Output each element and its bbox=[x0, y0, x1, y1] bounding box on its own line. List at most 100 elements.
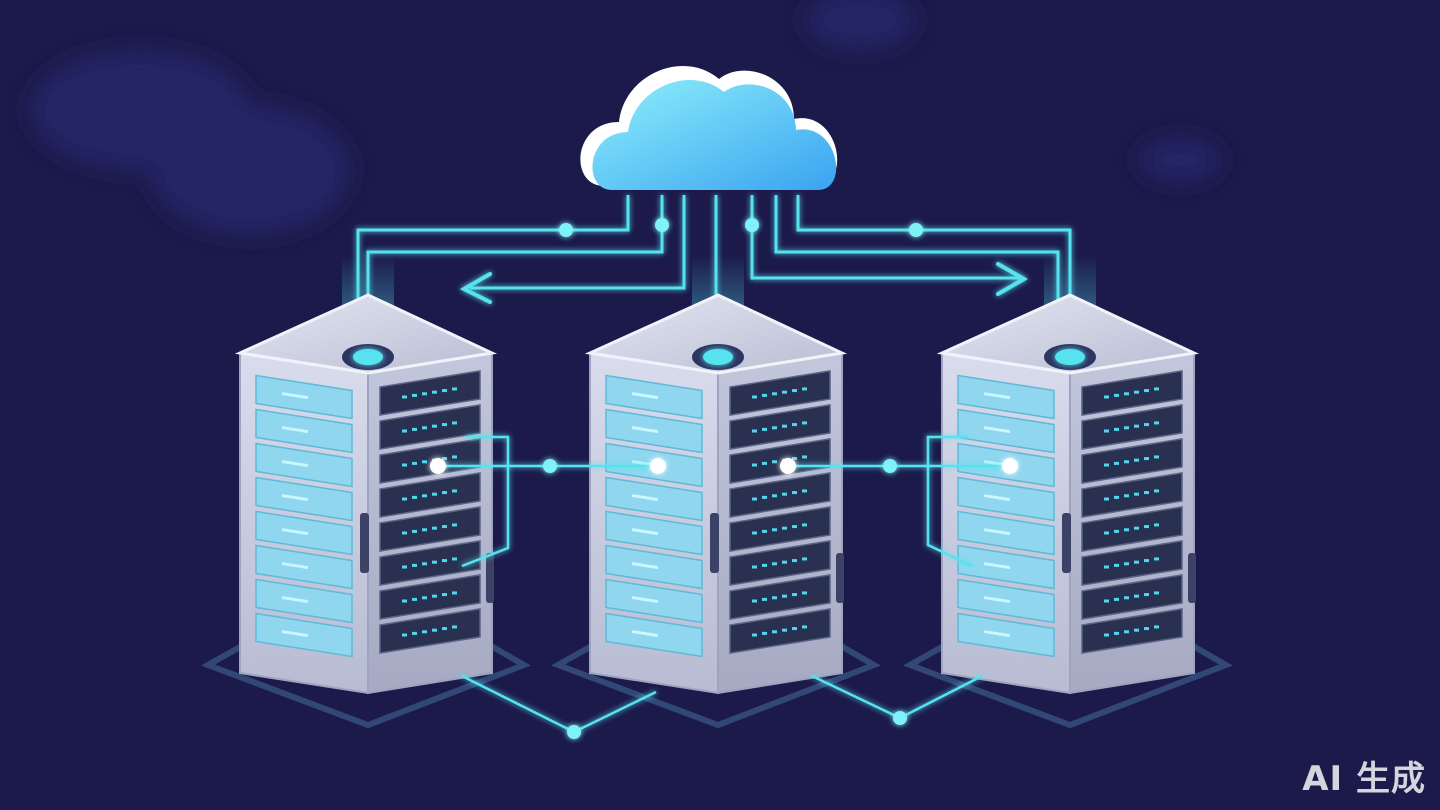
server-led bbox=[402, 463, 407, 467]
drive-bay-indicator bbox=[983, 494, 1011, 502]
drive-bay-indicator bbox=[631, 494, 659, 502]
server-led bbox=[402, 429, 407, 433]
drive-bay-indicator bbox=[281, 630, 309, 638]
server-led bbox=[1114, 529, 1119, 533]
server-rack-center bbox=[550, 255, 881, 729]
rack-top bbox=[584, 293, 848, 375]
background-clouds bbox=[30, 0, 1222, 235]
rack-handle bbox=[710, 513, 719, 573]
server-led bbox=[762, 597, 767, 601]
server-led bbox=[422, 596, 427, 600]
server-rack-right bbox=[902, 255, 1233, 729]
server-led bbox=[442, 593, 447, 597]
server-led bbox=[1154, 489, 1159, 493]
server-led bbox=[782, 424, 787, 428]
server-unit-dark bbox=[1081, 370, 1183, 416]
server-led bbox=[762, 631, 767, 635]
server-led bbox=[1134, 628, 1139, 632]
rack-handle bbox=[1188, 553, 1196, 603]
server-led bbox=[1134, 526, 1139, 530]
server-led bbox=[792, 627, 797, 631]
server-led bbox=[1124, 392, 1129, 396]
drive-bay-indicator bbox=[281, 426, 309, 434]
rack-top-port-light bbox=[703, 349, 733, 365]
server-unit-dark bbox=[379, 506, 481, 552]
server-led bbox=[422, 426, 427, 430]
server-led bbox=[802, 387, 807, 391]
server-unit-dark bbox=[729, 506, 831, 552]
server-led bbox=[1104, 463, 1109, 467]
server-led bbox=[762, 563, 767, 567]
server-led bbox=[442, 423, 447, 427]
server-led bbox=[792, 593, 797, 597]
server-unit-dark bbox=[729, 472, 831, 518]
server-led bbox=[422, 630, 427, 634]
server-led bbox=[432, 594, 437, 598]
server-led bbox=[1124, 460, 1129, 464]
server-led bbox=[772, 630, 777, 634]
server-led bbox=[1134, 492, 1139, 496]
drive-bay-indicator bbox=[281, 528, 309, 536]
server-led bbox=[442, 457, 447, 461]
rack-top-port-light bbox=[353, 349, 383, 365]
server-led bbox=[1144, 389, 1149, 393]
server-led bbox=[802, 421, 807, 425]
rack-top bbox=[936, 293, 1200, 375]
server-led bbox=[402, 395, 407, 399]
server-led bbox=[402, 599, 407, 603]
server-led bbox=[1144, 525, 1149, 529]
server-led bbox=[772, 562, 777, 566]
server-led bbox=[412, 563, 417, 567]
server-led bbox=[1104, 599, 1109, 603]
server-led bbox=[1154, 421, 1159, 425]
rack-handle bbox=[486, 553, 494, 603]
server-led bbox=[422, 494, 427, 498]
server-racks bbox=[200, 255, 1233, 729]
drive-bay-indicator bbox=[631, 392, 659, 400]
server-unit-dark bbox=[729, 404, 831, 450]
server-led bbox=[802, 625, 807, 629]
rack-handle bbox=[836, 553, 844, 603]
server-led bbox=[782, 628, 787, 632]
drive-bay-indicator bbox=[631, 562, 659, 570]
server-led bbox=[752, 395, 757, 399]
server-led bbox=[772, 426, 777, 430]
server-led bbox=[752, 497, 757, 501]
drive-bay-indicator bbox=[631, 528, 659, 536]
server-led bbox=[1154, 523, 1159, 527]
server-led bbox=[1134, 458, 1139, 462]
server-unit-dark bbox=[729, 608, 831, 654]
server-led bbox=[762, 427, 767, 431]
server-led bbox=[782, 594, 787, 598]
server-led bbox=[422, 562, 427, 566]
drive-bay-indicator bbox=[281, 392, 309, 400]
interconnect-nodes bbox=[430, 458, 1018, 739]
server-unit-dark bbox=[1081, 506, 1183, 552]
drive-bay-indicator bbox=[983, 528, 1011, 536]
server-led bbox=[1104, 429, 1109, 433]
drive-bay-indicator bbox=[281, 562, 309, 570]
server-led bbox=[432, 560, 437, 564]
server-led bbox=[422, 392, 427, 396]
server-led bbox=[412, 427, 417, 431]
server-led bbox=[412, 393, 417, 397]
server-unit-dark bbox=[1081, 438, 1183, 484]
server-led bbox=[1104, 497, 1109, 501]
server-led bbox=[752, 599, 757, 603]
server-led bbox=[422, 528, 427, 532]
server-led bbox=[442, 627, 447, 631]
server-unit-dark bbox=[379, 574, 481, 620]
server-led bbox=[402, 531, 407, 535]
server-led bbox=[1134, 390, 1139, 394]
server-led bbox=[1104, 633, 1109, 637]
server-led bbox=[1114, 563, 1119, 567]
server-led bbox=[452, 591, 457, 595]
server-led bbox=[1144, 559, 1149, 563]
server-led bbox=[1134, 560, 1139, 564]
server-led bbox=[752, 429, 757, 433]
server-led bbox=[1114, 597, 1119, 601]
server-led bbox=[762, 495, 767, 499]
server-unit-dark bbox=[379, 404, 481, 450]
drive-bay-indicator bbox=[281, 596, 309, 604]
server-led bbox=[792, 525, 797, 529]
